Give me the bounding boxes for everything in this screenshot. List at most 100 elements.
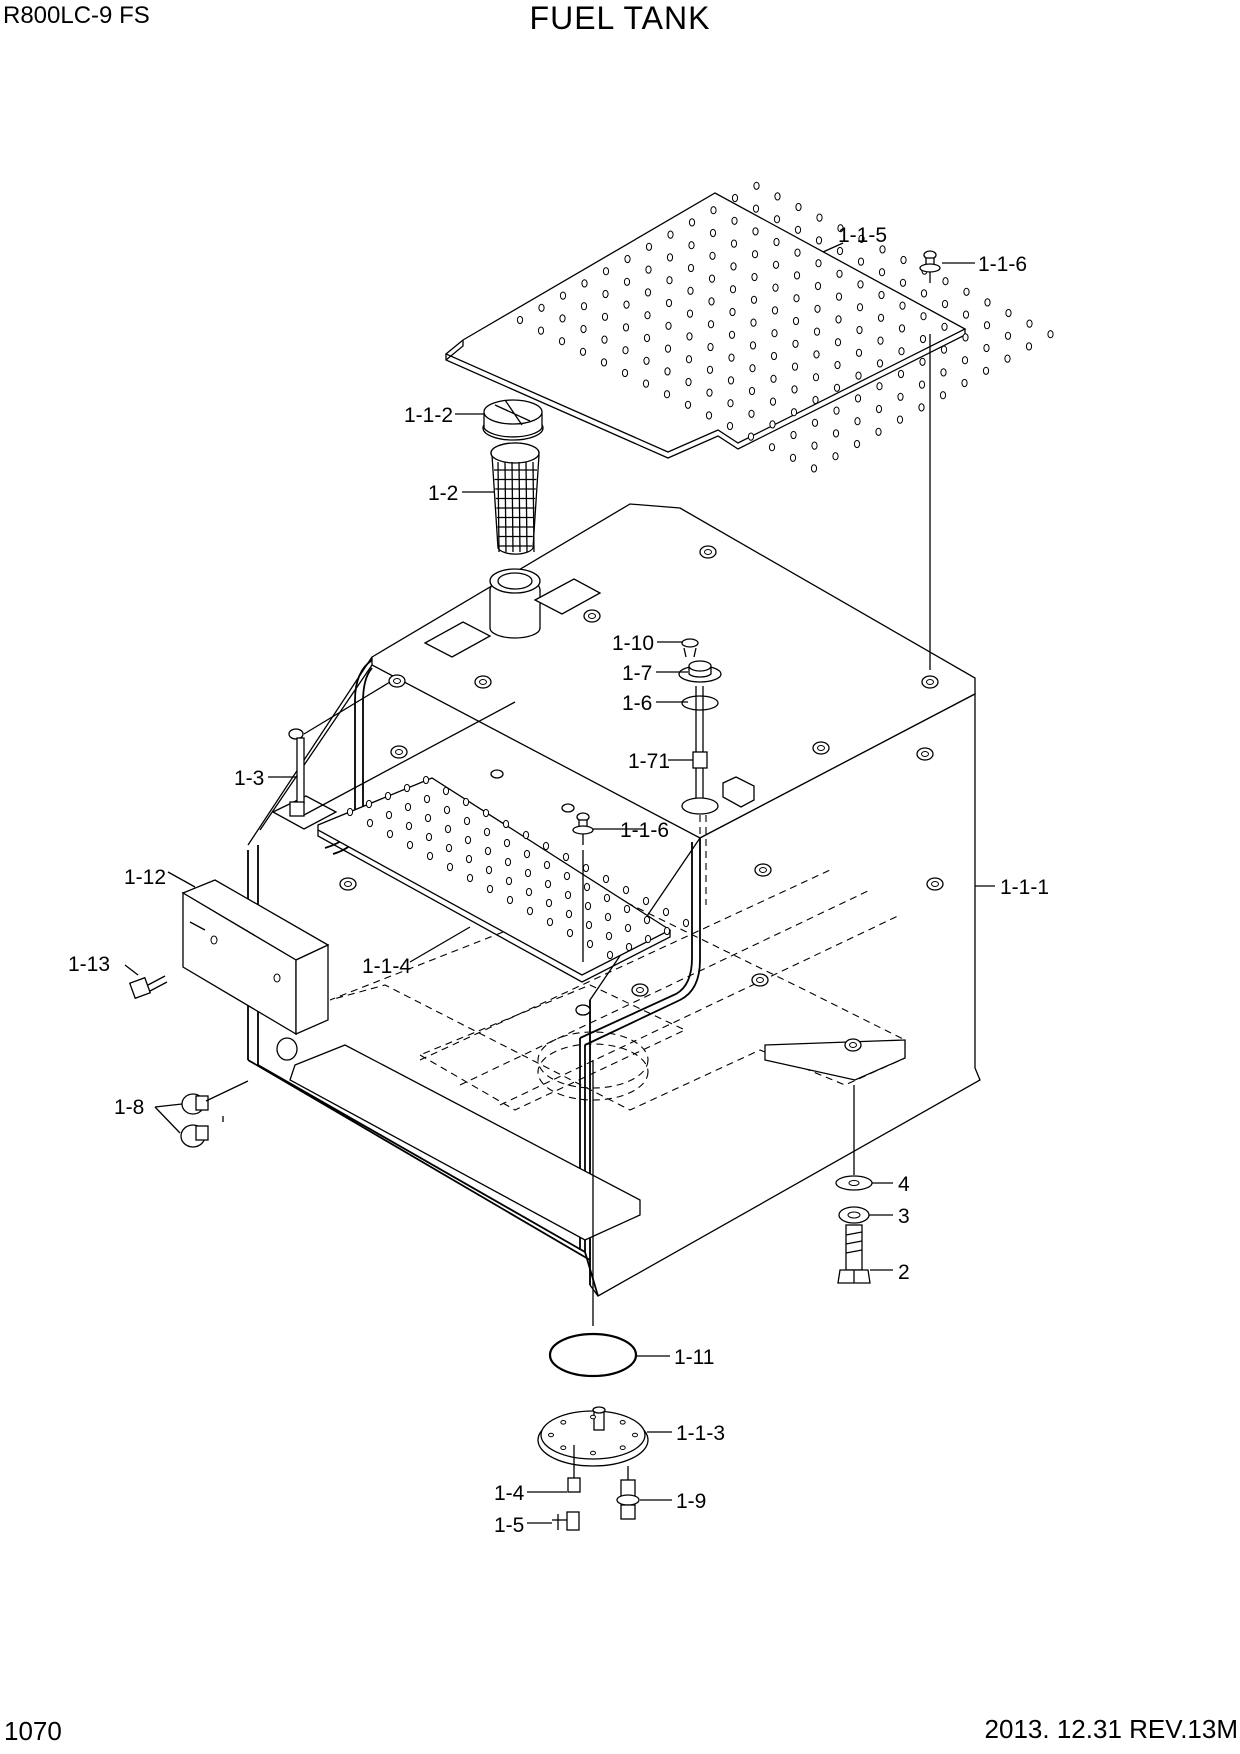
plate-perforation (731, 193, 739, 203)
mounting-boss-hole (344, 881, 352, 887)
plate-perforation (586, 939, 594, 949)
plate-perforation (919, 357, 926, 366)
mounting-boss-hole (393, 678, 401, 684)
plate-perforation (941, 322, 948, 331)
plate-perforation (961, 378, 968, 388)
plate-perforation (665, 321, 672, 330)
plate-perforation (581, 279, 588, 288)
plate-perforation (1004, 354, 1011, 363)
plate-perforation (662, 907, 670, 917)
plate-perforation (666, 276, 673, 285)
level-gauge-assembly (678, 638, 722, 905)
plate-perforation (811, 441, 818, 450)
cover-screw-mid (572, 812, 594, 1016)
plate-perforation (705, 411, 713, 420)
plate-perforation (583, 882, 591, 892)
plate-perforation (854, 394, 862, 403)
plate-perforation (752, 204, 760, 213)
plate-perforation (424, 813, 432, 823)
plate-perforation (772, 260, 780, 269)
plate-perforation (836, 246, 844, 256)
baffle-plate (317, 769, 690, 983)
plate-perforation (685, 377, 692, 387)
plate-perforation (940, 368, 947, 377)
plate-perforation (855, 371, 862, 380)
plate-perforation (566, 928, 574, 938)
plate-perforation (832, 452, 839, 461)
plate-perforation (604, 912, 612, 922)
mounting-boss-hole (926, 679, 934, 685)
plate-perforation (833, 383, 841, 392)
plate-perforation (516, 315, 524, 325)
plate-perforation (667, 230, 674, 239)
plate-perforation (812, 373, 820, 382)
plate-perforation (644, 934, 652, 944)
plate-perforation (707, 320, 715, 329)
plate-perforation (365, 799, 373, 809)
plate-perforation (505, 876, 513, 886)
plate-perforation (642, 379, 650, 388)
callout-1-8: 1-8 (114, 1096, 144, 1119)
plate-perforation (643, 356, 650, 365)
plate-perforation (446, 862, 454, 872)
plate-perforation (483, 827, 491, 837)
plate-perforation (879, 245, 886, 254)
plate-perforation (962, 333, 969, 342)
plate-perforation (622, 346, 629, 355)
plate-perforation (423, 794, 431, 804)
plate-perforation (899, 278, 907, 287)
plate-perforation (546, 917, 554, 927)
plate-perforation (686, 309, 694, 318)
mounting-boss-hole (759, 867, 767, 873)
plate-perforation (422, 775, 430, 785)
plate-perforation (810, 464, 818, 473)
plate-perforation (1004, 331, 1012, 340)
plate-perforation (727, 399, 734, 408)
plate-perforation (664, 367, 671, 376)
plate-perforation (709, 251, 716, 260)
plate-perforation (502, 819, 510, 829)
plate-perforation (484, 846, 492, 856)
callout-1-11: 1-11 (674, 1346, 714, 1369)
plate-perforation (687, 286, 694, 295)
plate-perforation (983, 321, 991, 330)
plate-perforation (814, 281, 822, 291)
strainer-mesh-line (532, 461, 535, 553)
plate-perforation (623, 300, 630, 309)
plate-perforation (770, 351, 778, 361)
o-ring (548, 1060, 638, 1378)
plate-perforation (559, 314, 566, 323)
plate-perforation (686, 332, 693, 341)
plate-perforation (853, 439, 861, 449)
plate-perforation (982, 366, 990, 375)
plate-perforation (625, 942, 633, 952)
plate-perforation (385, 810, 393, 820)
page-title: FUEL TANK (529, 0, 711, 36)
plate-perforation (857, 280, 864, 289)
plate-perforation (875, 427, 882, 436)
plate-perforation (815, 259, 822, 268)
callout-1-13: 1-13 (68, 953, 110, 976)
plate-perforation (769, 420, 776, 429)
plate-perforation (706, 365, 714, 374)
mounting-boss-hole (931, 881, 939, 887)
plate-perforation (795, 202, 802, 212)
plate-perforation (772, 283, 779, 292)
plate-perforation (623, 277, 631, 286)
plate-perforation (768, 443, 776, 452)
plate-perforation (939, 391, 947, 400)
plate-perforation (403, 783, 411, 793)
plate-perforation (624, 923, 632, 933)
plate-perforation (664, 344, 672, 353)
plate-perforation (750, 318, 757, 327)
plate-perforation (601, 335, 608, 344)
plate-perforation (643, 333, 651, 343)
plate-perforation (728, 330, 736, 339)
plate-perforation (792, 339, 799, 348)
mounting-boss-hole (817, 745, 825, 751)
plate-perforation (878, 268, 886, 277)
bracket-bolt (128, 975, 168, 1000)
plate-perforation (665, 298, 673, 308)
plate-perforation (834, 338, 842, 347)
plate-perforation (751, 250, 759, 259)
